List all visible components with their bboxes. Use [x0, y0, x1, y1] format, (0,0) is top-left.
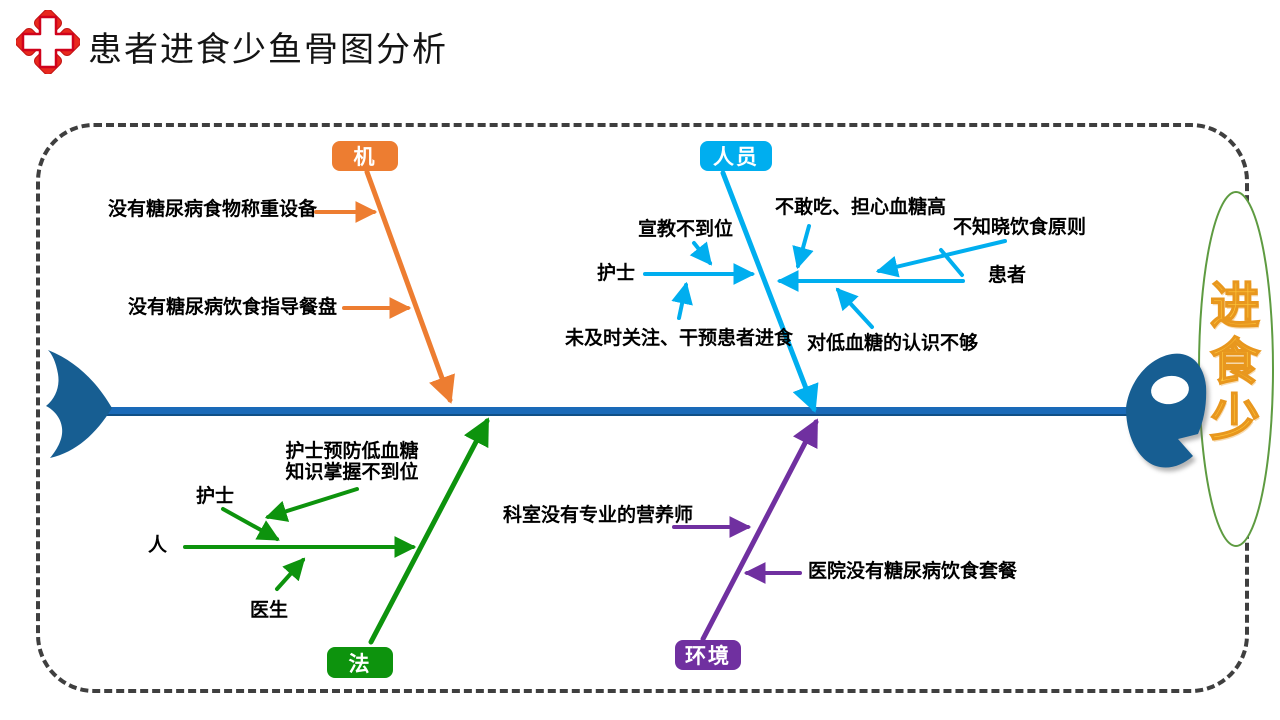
cause-nurse-knowledge-gap: 护士预防低血糖 知识掌握不到位 — [285, 441, 419, 483]
category-personnel: 人员 — [700, 141, 772, 171]
cause-education-not-in-place: 宣教不到位 — [638, 219, 734, 240]
category-environment: 环境 — [675, 640, 741, 670]
branch-method — [183, 417, 490, 645]
cause-afraid-to-eat: 不敢吃、担心血糖高 — [775, 197, 947, 218]
cause-no-timely-attention: 未及时关注、干预患者进食 — [565, 328, 794, 349]
fish-tail — [46, 350, 112, 458]
cause-insufficient-hypoglycemia-awareness: 对低血糖的认识不够 — [807, 333, 979, 354]
category-method: 法 — [327, 647, 393, 678]
fish-head — [1126, 353, 1207, 468]
label-nurse-bottom: 护士 — [196, 486, 235, 507]
branch-environment — [672, 418, 819, 642]
branch-personnel — [643, 170, 1007, 413]
branch-machine — [314, 169, 455, 404]
cause-no-weighing-equipment: 没有糖尿病食物称重设备 — [108, 199, 318, 220]
page-title: 患者进食少鱼骨图分析 — [88, 32, 448, 69]
cause-unaware-diet-principles: 不知晓饮食原则 — [953, 217, 1087, 238]
category-machine: 机 — [332, 141, 398, 171]
label-doctor: 医生 — [250, 600, 289, 621]
label-nurse-top: 护士 — [597, 263, 636, 284]
label-patient: 患者 — [988, 265, 1027, 286]
cause-no-guidance-plate: 没有糖尿病饮食指导餐盘 — [128, 297, 338, 318]
label-person: 人 — [148, 535, 168, 556]
hospital-cross-icon — [16, 10, 80, 74]
cause-no-diabetes-meal-set: 医院没有糖尿病饮食套餐 — [808, 561, 1018, 582]
effect-label: 进 食 少 — [1209, 277, 1261, 447]
cause-no-dietitian: 科室没有专业的营养师 — [503, 505, 694, 526]
fish-spine — [106, 407, 1128, 416]
